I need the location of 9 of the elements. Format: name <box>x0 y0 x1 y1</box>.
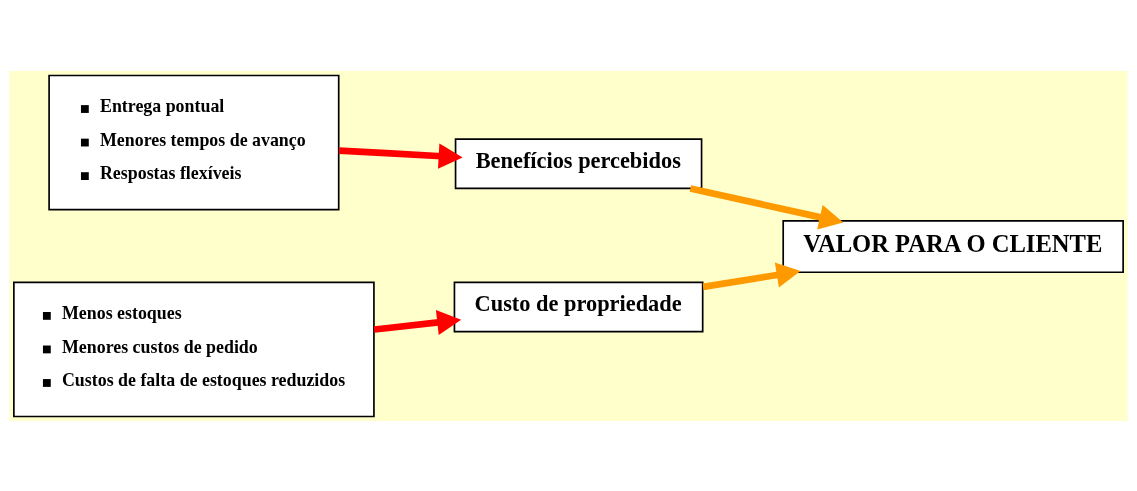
node-box: VALOR PARA O CLIENTE <box>782 219 1124 273</box>
arrow <box>373 309 462 335</box>
node-box: Benefícios percebidos <box>454 137 703 189</box>
node-box: Menos estoques Menores custos de pedido Custos de falta de estoques reduzidos <box>13 281 375 417</box>
node-box: Custo de propriedade <box>453 281 704 332</box>
arrow <box>702 262 801 290</box>
node-box: Entrega pontual Menores tempos de avanço Respostas flexíveis <box>48 74 340 210</box>
arrow <box>689 184 844 229</box>
arrow <box>338 143 463 169</box>
